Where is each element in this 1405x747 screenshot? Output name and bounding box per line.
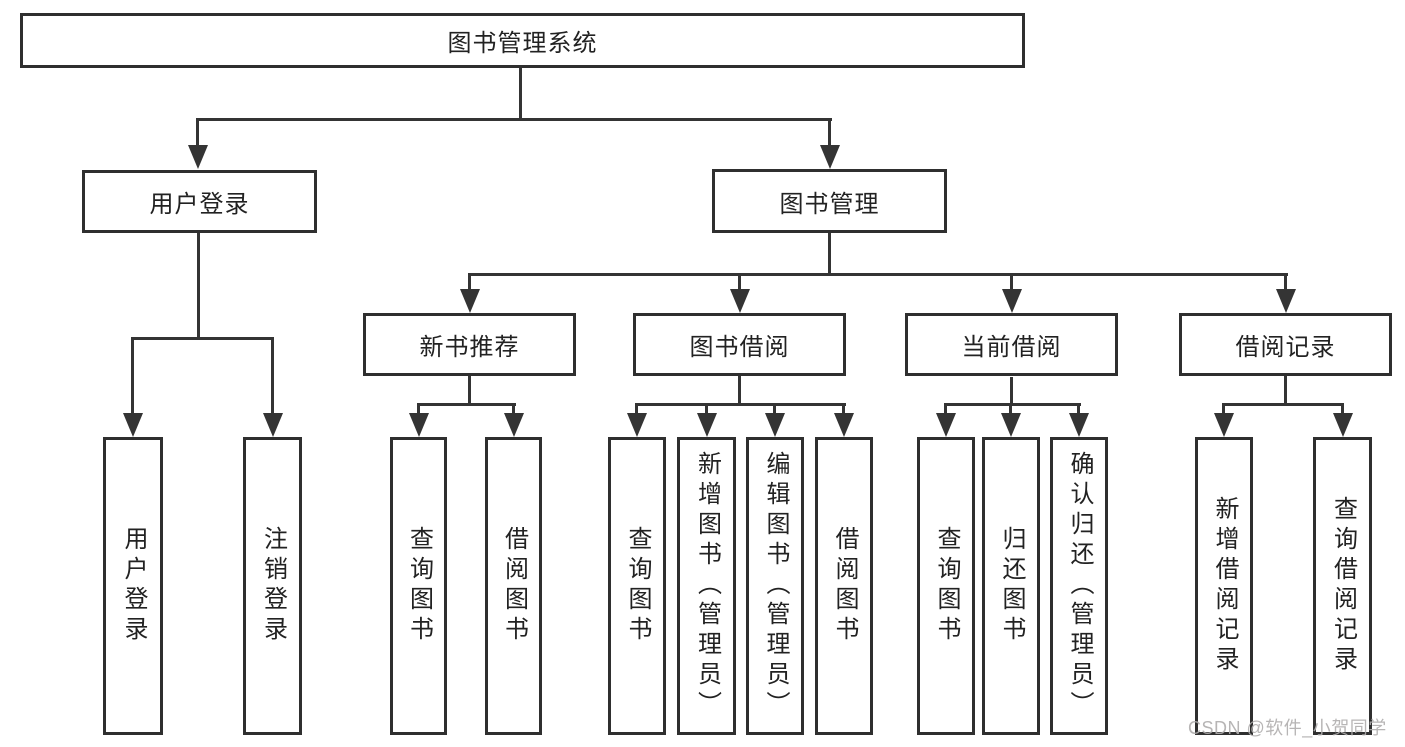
arrow-down-icon [409,413,429,437]
arrow-down-icon [123,413,143,437]
connector-stem [705,403,708,415]
node-label: 查询借阅记录 [1329,496,1357,676]
node-label: 借阅图书 [831,526,858,646]
connector-stem [1077,403,1080,415]
connector-stem [468,273,471,293]
arrow-down-icon [697,413,717,437]
connector-stem [738,273,741,293]
node-borrow-records: 借阅记录 [1179,313,1392,376]
connector-stem [1222,403,1225,415]
connector-stem [417,403,420,415]
node-confirm-return-admin: 确认归还（管理员） [1050,437,1108,735]
node-label: 注销登录 [259,526,287,646]
node-root: 图书管理系统 [20,13,1025,68]
arrow-down-icon [1069,413,1089,437]
connector-line-horizontal [196,118,832,121]
connector-line-vertical [1284,376,1287,403]
connector-line-vertical [468,376,471,403]
arrow-down-icon [188,145,208,169]
arrow-down-icon [263,413,283,437]
connector-stem [635,403,638,415]
arrow-down-icon [1214,413,1234,437]
node-user-login: 用户登录 [82,170,317,233]
arrow-down-icon [936,413,956,437]
connector-line-vertical [828,233,831,273]
node-label: 查询图书 [933,526,960,646]
node-book-borrowing: 图书借阅 [633,313,846,376]
connector-line-horizontal [1222,403,1344,406]
node-edit-book-admin: 编辑图书（管理员） [746,437,804,735]
connector-stem [773,403,776,415]
node-label: 借阅图书 [500,526,528,646]
connector-line-vertical [1010,377,1013,403]
node-label: 新增图书（管理员） [693,451,721,721]
node-new-book-recommend: 新书推荐 [363,313,576,376]
connector-line-vertical [519,68,522,118]
node-label: 当前借阅 [961,334,1062,361]
arrow-down-icon [834,413,854,437]
connector-stem [512,403,515,415]
node-label: 归还图书 [998,526,1025,646]
node-query-books-borrowing: 查询图书 [608,437,666,735]
connector-stem [1010,273,1013,293]
node-logout: 注销登录 [243,437,302,735]
node-label: 新书推荐 [419,334,520,361]
node-label: 查询图书 [405,526,433,646]
arrow-down-icon [1276,289,1296,313]
node-user-login-action: 用户登录 [103,437,163,735]
arrow-down-icon [820,145,840,169]
node-query-books-current: 查询图书 [917,437,975,735]
connector-line-vertical [738,376,741,403]
node-borrow-books-action: 借阅图书 [815,437,873,735]
node-label: 图书借阅 [689,334,790,361]
node-add-book-admin: 新增图书（管理员） [677,437,736,735]
connector-line-horizontal [944,403,1081,406]
arrow-down-icon [504,413,524,437]
connector-stem [944,403,947,415]
arrow-down-icon [460,289,480,313]
node-label: 确认归还（管理员） [1066,451,1093,721]
arrow-down-icon [1001,413,1021,437]
node-borrow-books-recommend: 借阅图书 [485,437,542,735]
connector-stem [842,403,845,415]
arrow-down-icon [765,413,785,437]
node-label: 图书管理 [779,190,880,218]
node-label: 新增借阅记录 [1211,496,1238,676]
node-add-borrow-record: 新增借阅记录 [1195,437,1253,735]
node-label: 图书管理系统 [447,30,598,57]
connector-stem [1009,403,1012,415]
node-query-books-recommend: 查询图书 [390,437,447,735]
connector-stem [828,118,831,148]
node-current-borrowing: 当前借阅 [905,313,1118,376]
node-book-management: 图书管理 [712,169,947,233]
connector-line-horizontal [635,403,846,406]
node-return-book: 归还图书 [982,437,1040,735]
connector-stem [131,337,134,415]
node-label: 编辑图书（管理员） [762,451,789,721]
arrow-down-icon [1333,413,1353,437]
node-label: 用户登录 [120,526,147,646]
arrow-down-icon [730,289,750,313]
node-label: 用户登录 [149,191,250,218]
node-label: 借阅记录 [1235,334,1336,361]
connector-stem [1341,403,1344,415]
connector-stem [1284,273,1287,293]
connector-line-horizontal [131,337,274,340]
connector-stem [196,118,199,148]
connector-stem [271,337,274,415]
connector-line-horizontal [468,273,1288,276]
arrow-down-icon [627,413,647,437]
arrow-down-icon [1002,289,1022,313]
connector-line-horizontal [417,403,516,406]
watermark: CSDN @软件_小贺同学 [1188,718,1387,738]
node-query-borrow-record: 查询借阅记录 [1313,437,1372,735]
node-label: 查询图书 [624,526,651,646]
connector-line-vertical [197,233,200,337]
